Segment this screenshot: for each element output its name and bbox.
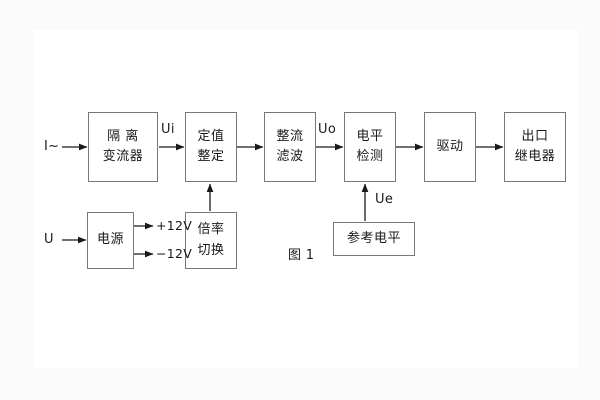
block-multiplier-switch-line-1: 倍率	[197, 222, 225, 238]
block-setting-line-1: 定值	[197, 128, 225, 144]
label-rail-positive: +12V	[156, 218, 193, 233]
block-output-relay-line-2: 继电器	[514, 149, 556, 164]
label-rail-negative: −12V	[156, 246, 193, 261]
block-rectify-filter-line-1: 整流	[276, 128, 304, 144]
block-drive-line-1: 驱动	[436, 138, 464, 154]
label-voltage-input: U	[44, 232, 54, 247]
block-reference-level[interactable]: 参考电平	[333, 222, 415, 256]
block-rectify-filter[interactable]: 整流 滤波	[264, 112, 316, 182]
label-uo: Uo	[318, 122, 337, 137]
block-isolation-ct[interactable]: 隔 离 变流器	[88, 112, 158, 182]
block-rectify-filter-line-2: 滤波	[276, 149, 304, 164]
block-output-relay[interactable]: 出口 继电器	[504, 112, 566, 182]
label-current-input: I~	[44, 139, 60, 154]
block-power-supply[interactable]: 电源	[87, 212, 134, 269]
block-isolation-ct-line-1: 隔 离	[107, 128, 139, 144]
block-drive[interactable]: 驱动	[424, 112, 476, 182]
block-setting[interactable]: 定值 整定	[185, 112, 237, 182]
block-isolation-ct-line-2: 变流器	[102, 149, 144, 164]
block-level-detect[interactable]: 电平 检测	[344, 112, 396, 182]
block-reference-level-line-1: 参考电平	[346, 230, 401, 246]
label-ue: Ue	[375, 192, 394, 207]
block-multiplier-switch[interactable]: 倍率 切换	[185, 212, 237, 269]
block-power-supply-line-1: 电源	[96, 232, 124, 248]
block-level-detect-line-1: 电平	[356, 128, 384, 144]
figure-caption: 图 1	[288, 248, 315, 263]
diagram-canvas	[33, 30, 578, 368]
block-setting-line-2: 整定	[197, 149, 225, 164]
label-ui: Ui	[161, 122, 175, 137]
block-output-relay-line-1: 出口	[521, 128, 549, 144]
block-multiplier-switch-line-2: 切换	[197, 242, 225, 258]
block-level-detect-line-2: 检测	[356, 149, 384, 164]
